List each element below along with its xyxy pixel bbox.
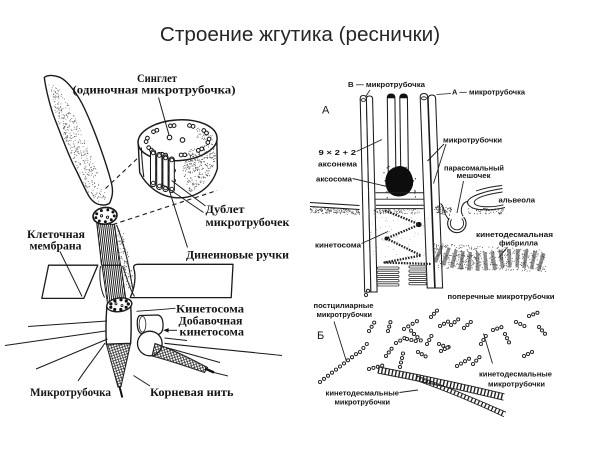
svg-text:Микротрубочка: Микротрубочка (30, 386, 111, 399)
svg-text:аксосома: аксосома (316, 175, 353, 184)
svg-text:микротрубочек: микротрубочек (206, 216, 290, 229)
svg-text:Клеточная: Клеточная (27, 228, 85, 241)
svg-text:альвеола: альвеола (499, 196, 536, 205)
svg-text:Кинетосома: Кинетосома (176, 303, 244, 316)
svg-text:фибрилла: фибрилла (499, 239, 539, 248)
svg-text:мембрана: мембрана (30, 240, 82, 253)
svg-text:микротрубочки: микротрубочки (443, 136, 502, 145)
svg-text:(одиночная микротрубочка): (одиночная микротрубочка) (73, 84, 236, 97)
svg-text:кинетосома: кинетосома (180, 326, 245, 339)
svg-text:микротрубочки: микротрубочки (317, 310, 373, 319)
svg-text:Корневая нить: Корневая нить (150, 386, 234, 399)
svg-text:9 × 2 + 2: 9 × 2 + 2 (319, 148, 357, 157)
svg-text:Динеиновые ручки: Динеиновые ручки (186, 249, 289, 262)
svg-text:А — микротрубочка: А — микротрубочка (452, 88, 526, 97)
svg-text:В — микротрубочка: В — микротрубочка (348, 80, 426, 89)
svg-text:А: А (322, 105, 330, 117)
svg-text:поперечные микротрубочки: поперечные микротрубочки (448, 292, 555, 301)
svg-text:кинетодесмальная: кинетодесмальная (476, 230, 553, 239)
svg-text:микротрубочки: микротрубочки (488, 380, 545, 389)
svg-text:кинетосома: кинетосома (315, 241, 362, 250)
svg-text:Синглет: Синглет (137, 72, 177, 85)
svg-text:Дублет: Дублет (206, 203, 245, 216)
svg-text:парасомальный: парасомальный (444, 164, 504, 173)
svg-text:кинетодесмальные: кинетодесмальные (326, 389, 400, 398)
svg-text:постцилиарные: постцилиарные (314, 301, 374, 310)
svg-text:кинетодесмальные: кинетодесмальные (479, 370, 552, 379)
svg-text:Добавочная: Добавочная (179, 315, 243, 328)
svg-text:мешочек: мешочек (457, 171, 491, 180)
svg-text:Б: Б (317, 330, 324, 342)
svg-text:аксонема: аксонема (318, 160, 358, 169)
svg-text:микротрубочки: микротрубочки (335, 398, 391, 407)
